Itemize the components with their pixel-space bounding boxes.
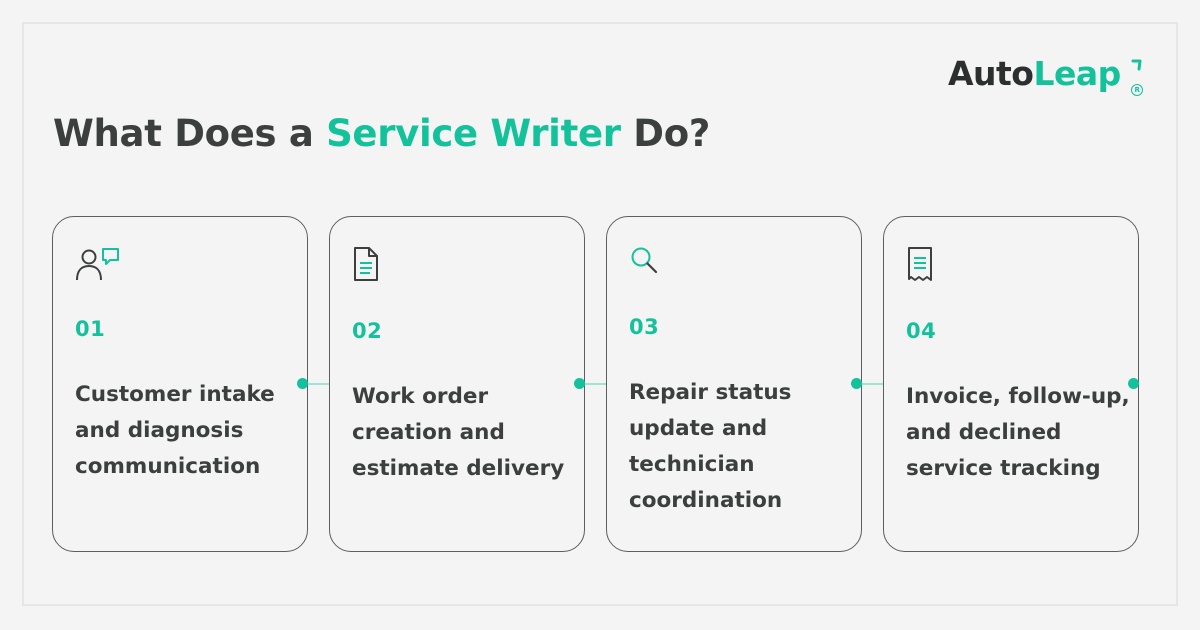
logo-auto-text: Auto bbox=[948, 54, 1034, 93]
step-description: Customer intake and diagnosis communicat… bbox=[75, 382, 275, 479]
logo-leap-text: Leap bbox=[1033, 54, 1121, 93]
connector-line-2 bbox=[579, 383, 607, 385]
step-card-1: 01 Customer intake and diagnosis communi… bbox=[52, 216, 308, 552]
connector-line-3 bbox=[856, 383, 884, 385]
connector-dot-2 bbox=[574, 378, 585, 389]
page-title: What Does a Service Writer Do? bbox=[53, 112, 710, 155]
step-description: Work order creation and estimate deliver… bbox=[352, 384, 565, 481]
connector-dot-1 bbox=[297, 378, 308, 389]
title-highlight: Service Writer bbox=[326, 112, 621, 155]
step-card-2: 02 Work order creation and estimate deli… bbox=[329, 216, 585, 552]
step-number: 03 bbox=[629, 315, 660, 339]
receipt-icon bbox=[908, 247, 932, 281]
step-number: 04 bbox=[906, 319, 937, 343]
step-card-3: 03 Repair status update and technician c… bbox=[606, 216, 862, 552]
step-description: Repair status update and technician coor… bbox=[629, 380, 792, 513]
step-number: 01 bbox=[75, 317, 106, 341]
search-icon bbox=[631, 247, 658, 274]
connector-dot-4 bbox=[1128, 378, 1139, 389]
step-card-4: 04 Invoice, follow-up, and declined serv… bbox=[883, 216, 1139, 552]
autoleap-logo: AutoLeap R bbox=[948, 52, 1143, 96]
connector-line-1 bbox=[302, 383, 330, 385]
title-suffix: Do? bbox=[620, 112, 710, 155]
customer-chat-icon bbox=[76, 248, 119, 281]
registered-mark: R bbox=[1131, 84, 1143, 96]
step-description: Invoice, follow-up, and declined service… bbox=[906, 384, 1130, 481]
title-prefix: What Does a bbox=[53, 112, 327, 155]
document-icon bbox=[354, 247, 378, 281]
connector-dot-3 bbox=[851, 378, 862, 389]
step-number: 02 bbox=[352, 319, 383, 343]
logo-arrow-icon bbox=[1131, 59, 1142, 71]
